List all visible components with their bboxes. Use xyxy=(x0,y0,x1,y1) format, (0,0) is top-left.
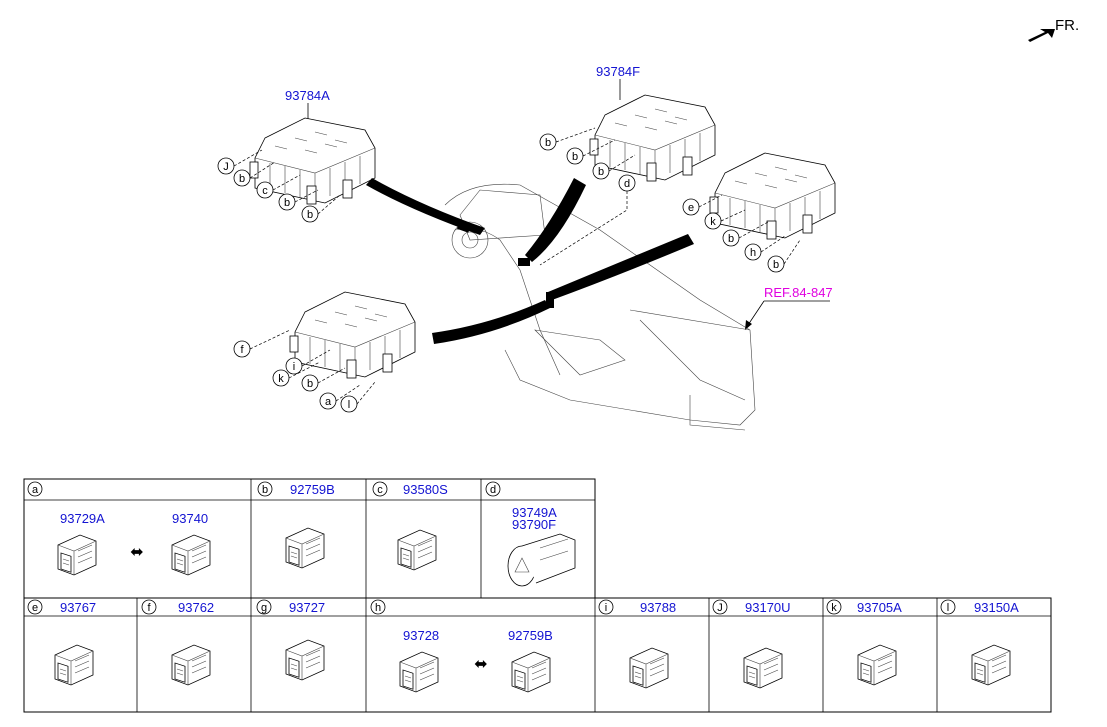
part-number-a-2: 93740 xyxy=(172,511,208,526)
svg-text:b: b xyxy=(284,197,290,209)
callouts-bottom-left: f i k b a l xyxy=(233,329,376,413)
part-number-b: 92759B xyxy=(290,482,335,497)
cell-letter-k: k xyxy=(831,602,837,614)
cell-letter-c: c xyxy=(377,484,383,496)
cell-letter-J: J xyxy=(717,602,723,614)
svg-text:b: b xyxy=(773,259,779,271)
svg-text:l: l xyxy=(348,399,350,411)
reference-label: REF.84-847 xyxy=(764,285,833,300)
cell-letter-g: g xyxy=(261,602,267,614)
part-number-k: 93705A xyxy=(857,600,902,615)
svg-text:f: f xyxy=(240,344,244,356)
svg-text:b: b xyxy=(239,173,245,185)
part-number-d-1: 93749A xyxy=(512,505,557,520)
callouts-top-left: J b c b b xyxy=(217,149,341,223)
cell-letter-i: i xyxy=(605,602,607,614)
parts-table-row-1: a 93729A 93740 ⬌ b 92759B c 93580S d 937… xyxy=(23,478,596,599)
switch-assembly-right xyxy=(709,152,836,240)
cell-letter-a: a xyxy=(32,484,39,496)
svg-text:c: c xyxy=(262,185,268,197)
pointer-band-top-left xyxy=(366,178,485,235)
interchange-arrow-icon: ⬌ xyxy=(130,544,143,561)
svg-text:b: b xyxy=(598,166,604,178)
svg-text:d: d xyxy=(624,178,630,190)
part-number-a-1: 93729A xyxy=(60,511,105,526)
part-number-h-1: 93728 xyxy=(403,628,439,643)
svg-text:b: b xyxy=(307,209,313,221)
part-number-g: 93727 xyxy=(289,600,325,615)
cell-letter-b: b xyxy=(262,484,268,496)
part-number-i: 93788 xyxy=(640,600,676,615)
svg-text:k: k xyxy=(278,373,284,385)
svg-text:b: b xyxy=(728,233,734,245)
part-number-l: 93150A xyxy=(974,600,1019,615)
svg-text:k: k xyxy=(710,216,716,228)
part-number-f: 93762 xyxy=(178,600,214,615)
assembly-label-top-left: 93784A xyxy=(285,88,330,103)
cell-letter-l: l xyxy=(947,602,949,614)
assembly-label-top-center: 93784F xyxy=(596,64,640,79)
cell-letter-d: d xyxy=(490,484,496,496)
part-number-J: 93170U xyxy=(745,600,791,615)
cell-letter-e: e xyxy=(32,602,38,614)
interchange-arrow-icon: ⬌ xyxy=(474,656,487,673)
cell-letter-h: h xyxy=(375,602,381,614)
svg-text:J: J xyxy=(223,161,229,173)
switch-assembly-bottom-left xyxy=(289,291,416,379)
svg-text:b: b xyxy=(545,137,551,149)
svg-text:b: b xyxy=(307,378,313,390)
svg-text:h: h xyxy=(750,247,756,259)
pointer-band-bottom-left xyxy=(432,300,550,344)
callouts-right: e k b h b xyxy=(682,194,801,273)
part-number-e: 93767 xyxy=(60,600,96,615)
svg-text:b: b xyxy=(572,151,578,163)
part-number-c: 93580S xyxy=(403,482,448,497)
svg-text:i: i xyxy=(293,361,295,373)
pointer-band-right xyxy=(548,234,694,300)
svg-text:a: a xyxy=(325,396,332,408)
front-direction-label: FR. xyxy=(1055,17,1079,34)
cell-letter-f: f xyxy=(147,602,151,614)
part-number-h-2: 92759B xyxy=(508,628,553,643)
part-number-d-2: 93790F xyxy=(512,517,556,532)
callouts-top-center: b b b d xyxy=(539,127,636,266)
front-direction-arrow-icon xyxy=(1028,29,1055,42)
parts-table-row-2: e 93767 f 93762 g 93727 h 93728 92759B ⬌… xyxy=(23,597,1052,713)
svg-text:e: e xyxy=(688,202,694,214)
hazard-switch-icon xyxy=(507,533,576,587)
pointer-band-top-center xyxy=(525,178,586,262)
